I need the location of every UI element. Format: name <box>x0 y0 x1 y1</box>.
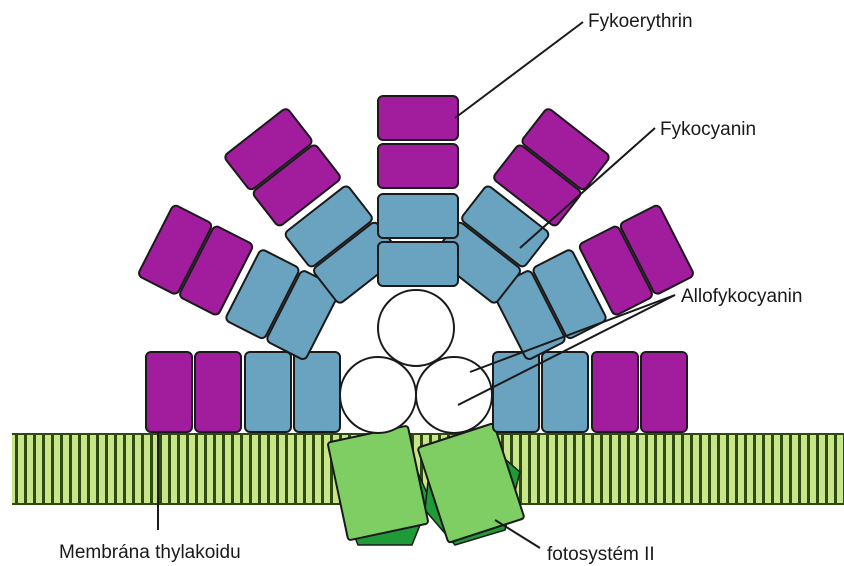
phycoerythrin-block <box>378 96 458 140</box>
phycoerythrin-block <box>195 352 241 432</box>
label-phycocyanin: Fykocyanin <box>660 119 756 140</box>
phycocyanin-block <box>493 352 539 432</box>
label-photosystem: fotosystém II <box>547 544 655 565</box>
phycocyanin-block <box>294 352 340 432</box>
phycoerythrin-block <box>378 144 458 188</box>
leader-photosystem <box>495 520 540 548</box>
label-phycoerythrin: Fykoerythrin <box>588 11 693 32</box>
allophycocyanin-disc <box>378 290 454 366</box>
allophycocyanin-disc <box>340 357 416 433</box>
label-allophycocyanin: Allofykocyanin <box>681 286 802 307</box>
allophycocyanin-core <box>340 290 492 433</box>
label-membrane: Membrána thylakoidu <box>59 542 241 563</box>
rod-center <box>378 96 458 286</box>
phycoerythrin-block <box>592 352 638 432</box>
phycocyanin-block <box>245 352 291 432</box>
phycoerythrin-block <box>641 352 687 432</box>
phycocyanin-block <box>378 194 458 238</box>
phycocyanin-block <box>378 242 458 286</box>
leader-phycoerythrin <box>455 22 583 118</box>
phycocyanin-block <box>542 352 588 432</box>
phycoerythrin-block <box>146 352 192 432</box>
